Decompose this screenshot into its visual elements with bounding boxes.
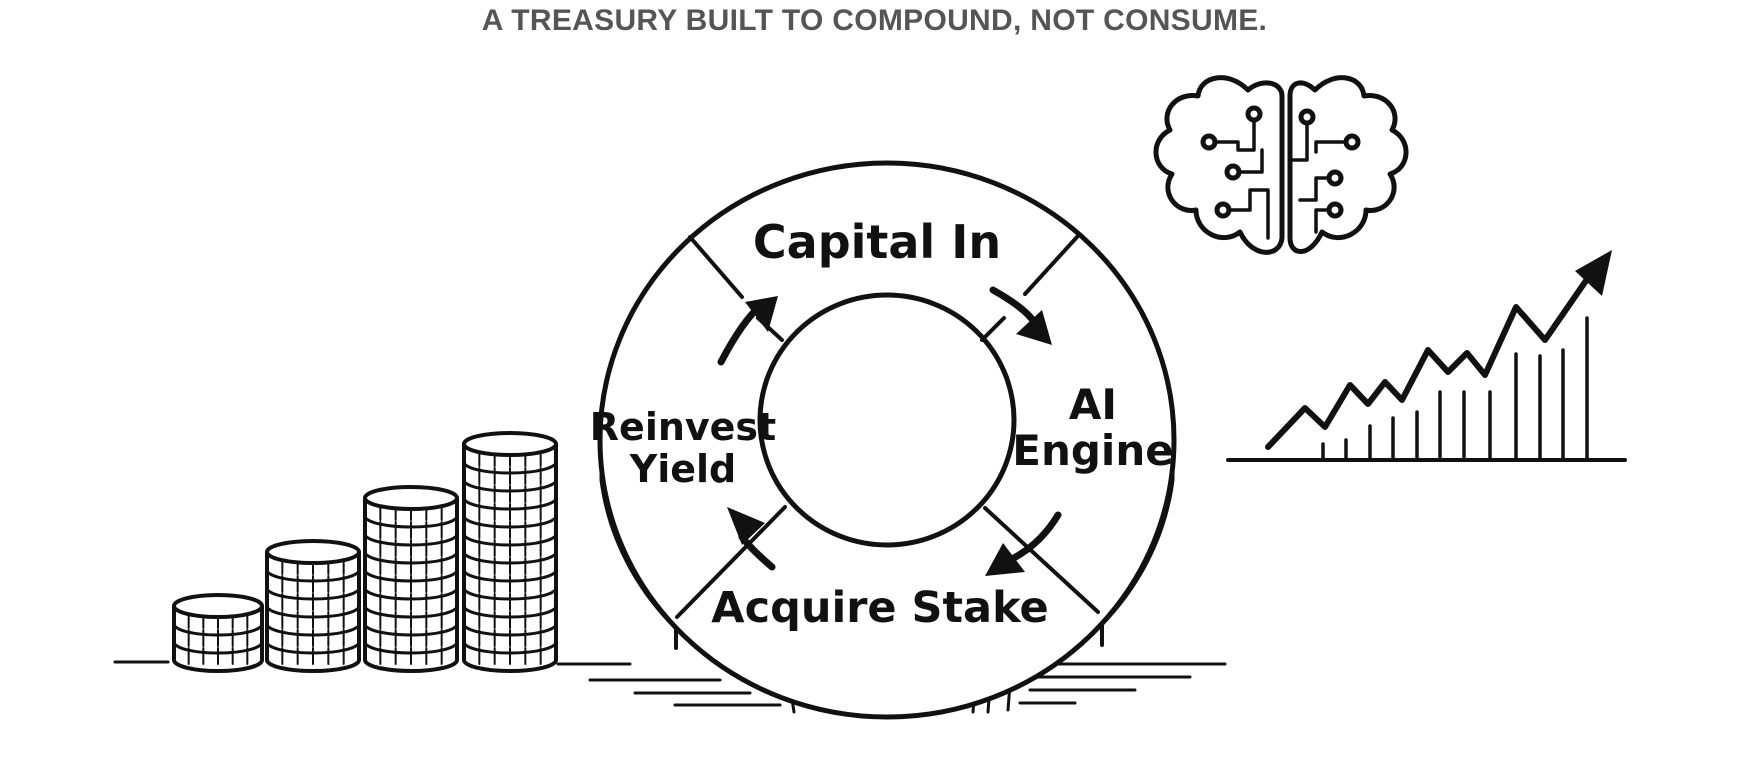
step-reinvest-yield-label-line2: Yield [629, 447, 737, 491]
coin-stack [172, 593, 264, 673]
coin-stack [363, 485, 459, 673]
coin-stacks-group [172, 431, 558, 673]
cycle-arrows [717, 286, 1062, 576]
brain-circuit-icon [1153, 75, 1409, 255]
step-acquire-stake-label: Acquire Stake [711, 583, 1048, 633]
coin-stack [265, 539, 361, 673]
segment-dividers [675, 235, 1100, 619]
cycle-wheel-icon: Capital In AI Engine Acquire Stake Reinv… [588, 160, 1227, 720]
step-ai-engine-label-line1: AI [1069, 380, 1117, 429]
coin-stack [462, 431, 558, 673]
growth-chart-bars [1321, 316, 1589, 460]
step-reinvest-yield-label-line1: Reinvest [590, 405, 776, 449]
step-capital-in-label: Capital In [753, 215, 1001, 269]
ground-lines [588, 662, 1227, 707]
page-title: A TREASURY BUILT TO COMPOUND, NOT CONSUM… [481, 4, 1268, 37]
growth-chart-icon [1226, 250, 1627, 462]
step-ai-engine-label-line2: Engine [1012, 426, 1173, 475]
coin-stacks-icon [113, 431, 632, 673]
